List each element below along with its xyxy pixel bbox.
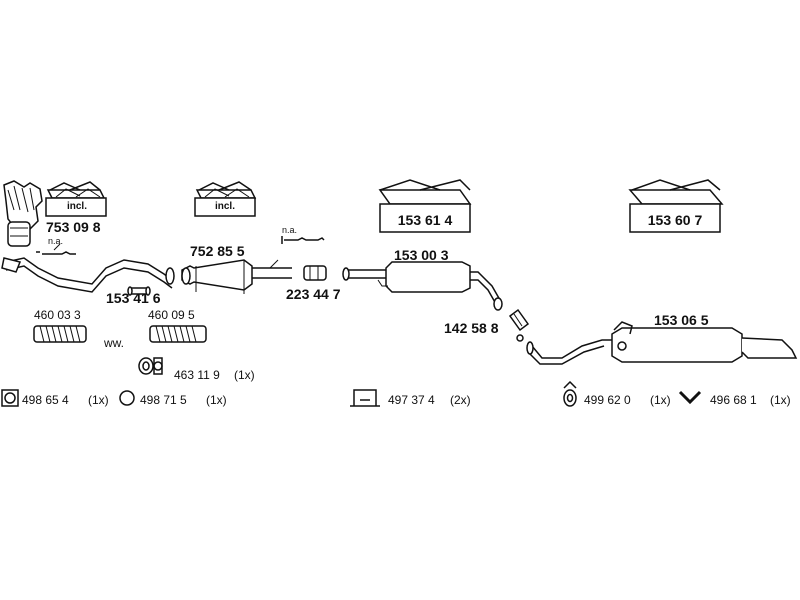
manifold-part-number: 753 09 8: [46, 219, 101, 235]
catalytic-converter-part-number: 752 85 5: [190, 243, 245, 259]
small-clamp-icon-1: [127, 286, 151, 296]
gasket-icon: [138, 357, 163, 375]
parts-box-icon-4: [628, 179, 724, 233]
joint-clamp-icon: [508, 308, 530, 342]
hanger-quantity: (1x): [650, 393, 671, 407]
na-label-2: n.a.: [282, 225, 298, 235]
rear-silencer-icon: [526, 321, 798, 365]
clamp-icon: [303, 265, 327, 281]
ring-2-part-number: 498 71 5: [140, 393, 187, 407]
lambda-sensor-icon-1: [36, 243, 76, 255]
y-hanger-part-number: 496 68 1: [710, 393, 757, 407]
front-pipe-part-number: 153 41 6: [106, 290, 161, 306]
ring-1-quantity: (1x): [88, 393, 109, 407]
flex-pipe-icon-1: [33, 325, 87, 343]
bracket-quantity: (2x): [450, 393, 471, 407]
y-hanger-icon: [678, 390, 702, 405]
rear-silencer-part-number: 153 06 5: [654, 312, 709, 328]
bracket-part-number: 497 37 4: [388, 393, 435, 407]
ring-icon-2: [119, 390, 135, 406]
ring-1-part-number: 498 65 4: [22, 393, 69, 407]
rubber-hanger-icon: [563, 380, 577, 407]
box-incl-label-1: incl.: [66, 201, 87, 212]
gasket-quantity: (1x): [234, 368, 255, 382]
na-label-1: n.a.: [48, 236, 64, 246]
box-mid-part-number: 153 61 4: [397, 212, 453, 228]
flex-pipe-1-part-number: 460 03 3: [34, 308, 81, 322]
ww-label: ww.: [104, 336, 125, 350]
lambda-sensor-icon-2: [281, 236, 325, 244]
gasket-part-number: 463 11 9: [174, 368, 220, 382]
parts-box-icon-1: [45, 181, 107, 217]
ring-2-quantity: (1x): [206, 393, 227, 407]
bracket-icon: [350, 389, 380, 407]
box-incl-label-2: incl.: [214, 201, 235, 212]
ring-icon-1: [1, 389, 19, 407]
middle-silencer-part-number: 153 00 3: [394, 247, 449, 263]
catalytic-converter-icon: [181, 259, 292, 294]
clamp-part-number: 223 44 7: [286, 286, 341, 302]
middle-silencer-icon: [342, 261, 503, 311]
manifold-icon: [3, 180, 43, 247]
front-pipe-icon: [1, 257, 175, 293]
y-hanger-quantity: (1x): [770, 393, 791, 407]
joint-part-number: 142 58 8: [444, 320, 499, 336]
box-rear-part-number: 153 60 7: [647, 212, 703, 228]
flex-pipe-2-part-number: 460 09 5: [148, 308, 195, 322]
hanger-part-number: 499 62 0: [584, 393, 631, 407]
parts-box-icon-2: [194, 181, 257, 217]
flex-pipe-icon-2: [149, 325, 207, 343]
parts-box-icon-3: [378, 179, 472, 233]
